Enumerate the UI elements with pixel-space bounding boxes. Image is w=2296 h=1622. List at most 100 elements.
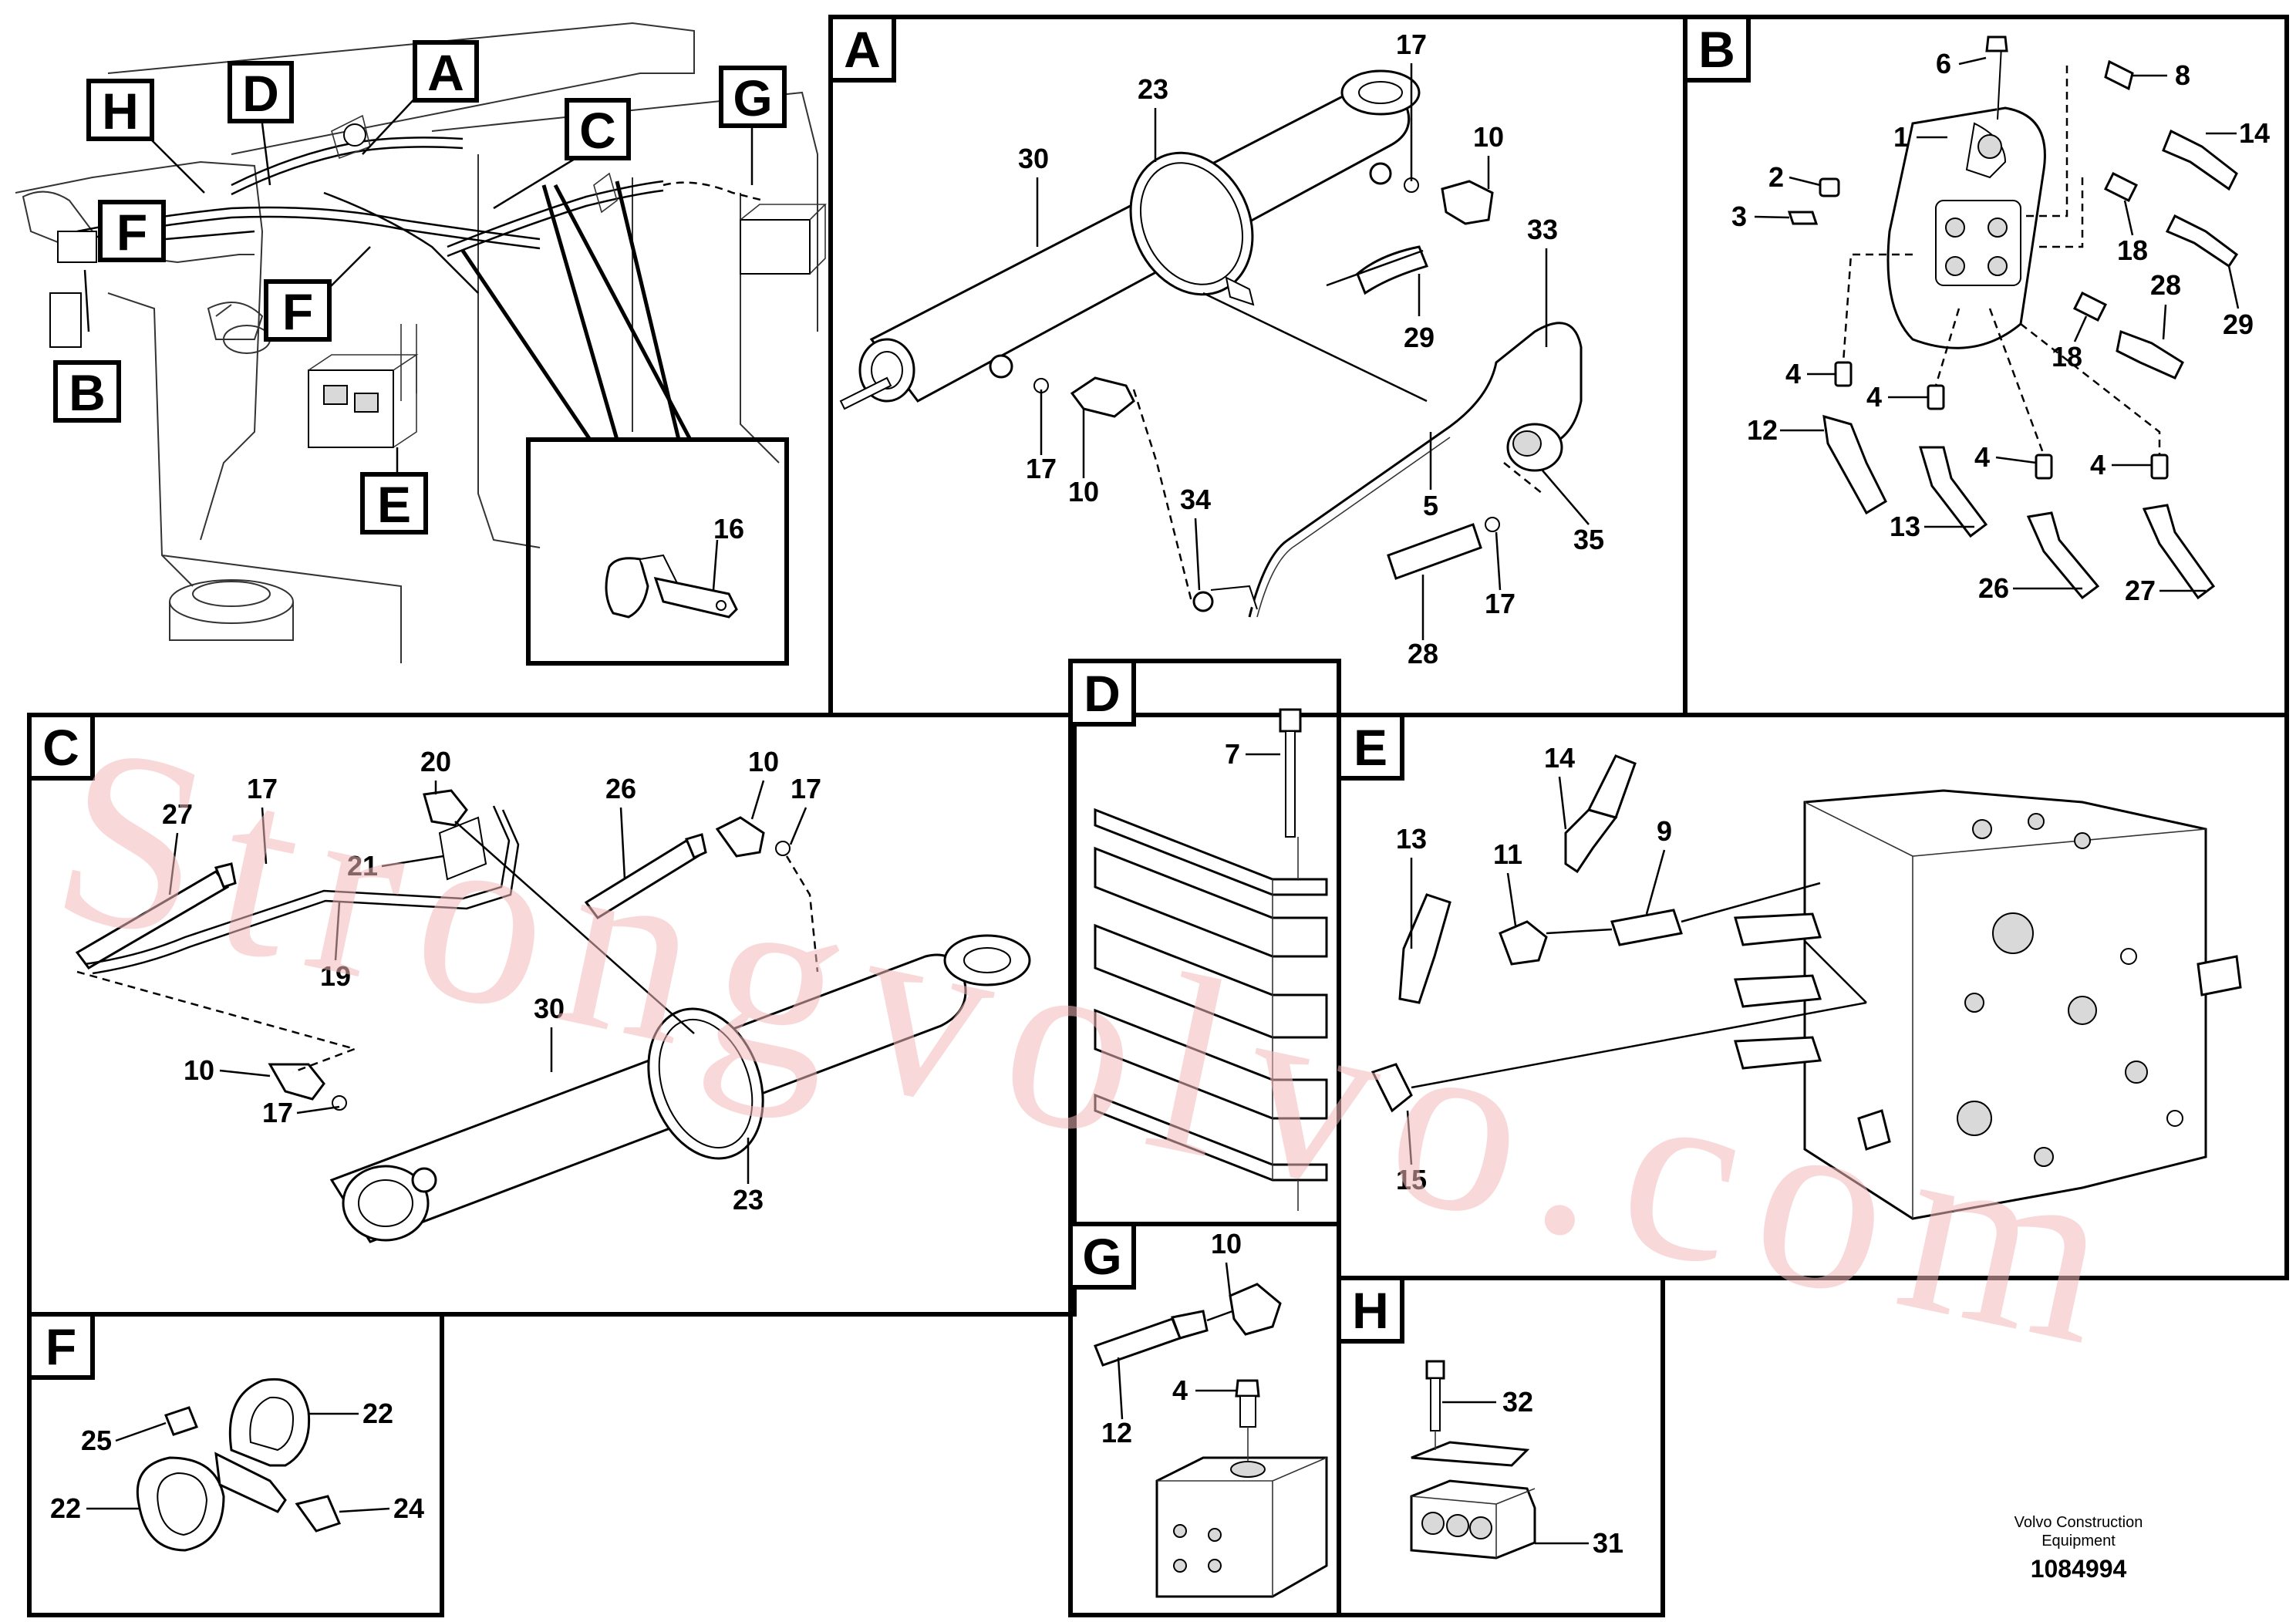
callout-A-23: 23 bbox=[1138, 73, 1168, 105]
panel-A-callouts: 30 23 17 10 33 29 17 10 34 5 35 17 28 bbox=[1018, 29, 1604, 669]
callout-A-5: 5 bbox=[1423, 490, 1438, 521]
callout-16: 16 bbox=[713, 513, 744, 545]
callout-E-13: 13 bbox=[1396, 823, 1427, 855]
callout-B-6: 6 bbox=[1936, 48, 1951, 79]
callout-F-25: 25 bbox=[81, 1425, 112, 1456]
callout-A-33: 33 bbox=[1527, 214, 1558, 245]
callout-A-34: 34 bbox=[1180, 484, 1211, 515]
callout-B-4c: 4 bbox=[1974, 441, 1990, 473]
svg-text:F: F bbox=[116, 204, 147, 261]
callout-B-4a: 4 bbox=[1785, 358, 1801, 389]
callout-E-11: 11 bbox=[1493, 838, 1522, 870]
panel-label-E: E bbox=[1354, 719, 1387, 776]
callout-C-23: 23 bbox=[733, 1184, 764, 1216]
callout-B-8: 8 bbox=[2175, 59, 2190, 91]
callout-F-22a: 22 bbox=[362, 1398, 393, 1429]
callout-A-28: 28 bbox=[1408, 638, 1438, 669]
overview-label-F1: F bbox=[98, 200, 166, 262]
footer-company-line2: Equipment bbox=[2041, 1533, 2116, 1549]
panel-F: F 22 25 22 24 bbox=[27, 1312, 444, 1617]
callout-B-13: 13 bbox=[1890, 511, 1920, 542]
callout-F-22b: 22 bbox=[50, 1492, 81, 1524]
panel-H-callouts: 32 31 bbox=[1442, 1386, 1623, 1559]
panel-G: G 10 4 12 bbox=[1068, 1222, 1341, 1617]
callout-A-17b: 17 bbox=[1026, 453, 1057, 484]
panel-label-F: F bbox=[46, 1318, 76, 1375]
callout-C-17b: 17 bbox=[791, 773, 821, 804]
overview-label-H: H bbox=[86, 79, 154, 141]
callout-B-18a: 18 bbox=[2117, 234, 2148, 266]
callout-B-4d: 4 bbox=[2090, 449, 2106, 481]
callout-D-7: 7 bbox=[1225, 738, 1240, 770]
svg-text:H: H bbox=[102, 83, 139, 140]
panel-F-callouts: 22 25 22 24 bbox=[50, 1398, 424, 1524]
callout-C-30: 30 bbox=[534, 993, 565, 1024]
callout-G-4: 4 bbox=[1172, 1374, 1188, 1406]
overview-label-E: E bbox=[360, 472, 428, 534]
svg-text:G: G bbox=[733, 69, 772, 126]
footer: Volvo Construction Equipment 1084994 bbox=[2014, 1514, 2143, 1583]
svg-text:A: A bbox=[427, 44, 464, 101]
callout-C-27: 27 bbox=[162, 798, 193, 830]
callout-C-17a: 17 bbox=[247, 773, 278, 804]
callout-H-31: 31 bbox=[1593, 1527, 1623, 1559]
callout-B-2: 2 bbox=[1768, 161, 1784, 193]
svg-text:F: F bbox=[282, 283, 313, 340]
callout-C-20: 20 bbox=[420, 746, 451, 777]
callout-B-18b: 18 bbox=[2052, 341, 2082, 373]
callout-A-30: 30 bbox=[1018, 143, 1049, 174]
panel-E-callouts: 14 13 11 9 15 bbox=[1396, 742, 1672, 1195]
panel-H: H 32 31 bbox=[1337, 1276, 1665, 1617]
panel-C: C 20 17 bbox=[27, 713, 1077, 1317]
overview-label-B: B bbox=[53, 360, 121, 423]
overview-label-C: C bbox=[565, 98, 631, 160]
callout-F-24: 24 bbox=[393, 1492, 424, 1524]
callout-B-28: 28 bbox=[2150, 269, 2181, 301]
callout-B-26: 26 bbox=[1978, 572, 2009, 604]
panel-G-callouts: 10 4 12 bbox=[1101, 1228, 1242, 1448]
overview-label-G: G bbox=[719, 66, 787, 128]
callout-A-17c: 17 bbox=[1485, 588, 1515, 619]
callout-C-26: 26 bbox=[605, 773, 636, 804]
panel-label-D: D bbox=[1084, 665, 1121, 722]
panel-E: E 14 13 bbox=[1337, 713, 2289, 1280]
callout-C-10a: 10 bbox=[748, 746, 779, 777]
callout-A-29: 29 bbox=[1404, 322, 1435, 353]
panel-A: A bbox=[828, 15, 1687, 717]
panel-C-callouts: 20 17 27 26 10 17 21 19 30 10 17 23 bbox=[162, 746, 821, 1216]
callout-A-35: 35 bbox=[1573, 524, 1604, 555]
callout-C-10b: 10 bbox=[184, 1054, 214, 1086]
overview-label-D: D bbox=[228, 61, 294, 123]
svg-text:B: B bbox=[69, 364, 106, 421]
panel-D-callouts: 7 bbox=[1225, 738, 1280, 770]
callout-E-9: 9 bbox=[1657, 815, 1672, 847]
callout-E-15: 15 bbox=[1396, 1164, 1427, 1195]
callout-C-17c: 17 bbox=[262, 1097, 293, 1128]
panel-label-G: G bbox=[1082, 1228, 1121, 1285]
panel-label-A: A bbox=[844, 21, 881, 78]
callout-E-14: 14 bbox=[1544, 742, 1575, 774]
callout-C-19: 19 bbox=[320, 960, 351, 992]
callout-B-12: 12 bbox=[1747, 414, 1778, 446]
callout-G-10: 10 bbox=[1211, 1228, 1242, 1259]
callout-A-17a: 17 bbox=[1396, 29, 1427, 60]
callout-B-3: 3 bbox=[1731, 201, 1747, 232]
panel-label-C: C bbox=[42, 719, 79, 776]
callout-C-21: 21 bbox=[347, 850, 378, 882]
callout-B-1: 1 bbox=[1893, 121, 1909, 153]
panel-label-B: B bbox=[1698, 21, 1735, 78]
callout-A-10a: 10 bbox=[1473, 121, 1504, 153]
svg-text:C: C bbox=[579, 102, 616, 159]
callout-A-10b: 10 bbox=[1068, 476, 1099, 508]
panel-label-H: H bbox=[1352, 1282, 1389, 1339]
overview-label-F2: F bbox=[264, 279, 332, 342]
drawing-number: 1084994 bbox=[2031, 1555, 2127, 1583]
overview-drawing: 16 H D A C G F F bbox=[15, 22, 827, 666]
callout-B-29: 29 bbox=[2223, 309, 2254, 340]
callout-B-27: 27 bbox=[2125, 575, 2156, 606]
overview-label-A: A bbox=[413, 40, 479, 103]
panel-B: B bbox=[1683, 15, 2289, 717]
svg-text:E: E bbox=[377, 476, 411, 533]
callout-B-4b: 4 bbox=[1866, 381, 1882, 413]
